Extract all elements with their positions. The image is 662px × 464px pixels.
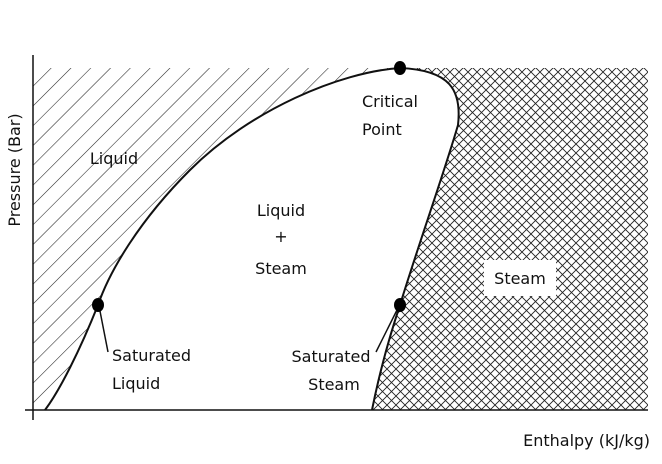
steam-label-background bbox=[484, 260, 556, 296]
mixture-label-line2: + bbox=[274, 227, 287, 246]
mixture-label-line1: Liquid bbox=[257, 201, 305, 220]
steam-region-label: Steam bbox=[494, 269, 546, 288]
y-axis-label: Pressure (Bar) bbox=[5, 113, 24, 226]
sat-liquid-label-line1: Saturated bbox=[112, 346, 191, 365]
liquid-region-label: Liquid bbox=[90, 149, 138, 168]
sat-steam-label-line1: Saturated bbox=[291, 347, 370, 366]
mixture-label-line3: Steam bbox=[255, 259, 307, 278]
steam-region-crosshatch bbox=[372, 68, 648, 410]
sat-steam-label-line2: Steam bbox=[308, 375, 360, 394]
sat-liquid-leader bbox=[98, 305, 109, 353]
saturated-liquid-marker bbox=[92, 298, 104, 312]
saturated-steam-marker bbox=[394, 298, 406, 312]
sat-steam-leader bbox=[375, 305, 400, 353]
x-axis-label: Enthalpy (kJ/kg) bbox=[523, 431, 650, 450]
sat-liquid-label-line2: Liquid bbox=[112, 374, 160, 393]
critical-point-marker bbox=[394, 61, 406, 75]
critical-point-label-line2: Point bbox=[362, 120, 402, 139]
critical-point-label-line1: Critical bbox=[362, 92, 418, 111]
